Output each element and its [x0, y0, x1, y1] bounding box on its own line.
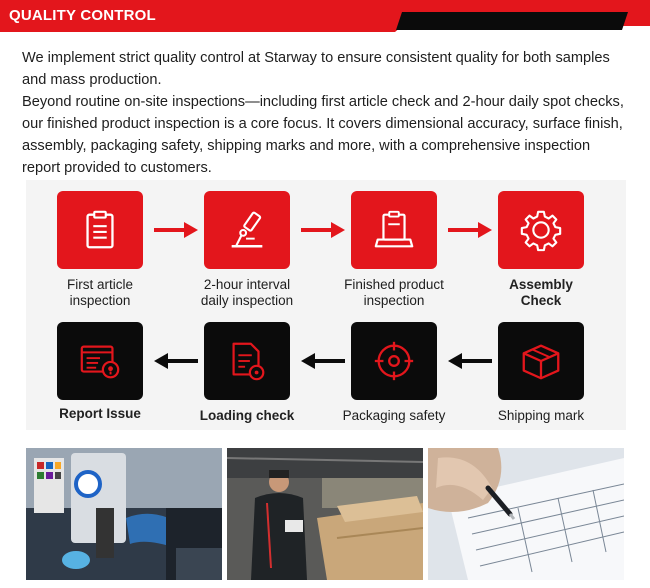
label-first-article: First article inspection	[66, 277, 133, 308]
header-bar: QUALITY CONTROL	[0, 0, 650, 32]
inspection-form-photo	[428, 448, 624, 580]
warehouse-inspector-photo	[227, 448, 423, 580]
label-shipping-mark: Shipping mark	[497, 408, 585, 423]
arrow-left-icon	[154, 353, 198, 369]
intro-paragraph-2: Beyond routine on-site inspections—inclu…	[22, 94, 624, 176]
label-2hour-interval: 2-hour interval daily inspection	[200, 277, 294, 308]
step-2hour-interval	[204, 191, 290, 269]
step-finished-product	[351, 191, 437, 269]
laptop-icon	[374, 210, 414, 248]
step-loading-check	[204, 322, 290, 400]
gear-icon	[520, 210, 562, 252]
step-assembly-check	[498, 191, 584, 269]
qc-process-flow: First article inspection 2-hour interval…	[26, 180, 626, 430]
header-banner-shape	[0, 0, 650, 32]
label-finished-product: Finished product inspection	[344, 277, 444, 308]
arrow-right-icon	[154, 222, 198, 238]
page-title: QUALITY CONTROL	[9, 7, 156, 24]
report-icon	[80, 345, 120, 379]
arrow-left-icon	[448, 353, 492, 369]
step-shipping-mark	[498, 322, 584, 400]
label-assembly-check: Assembly Check	[509, 277, 573, 308]
clipboard-icon	[86, 210, 114, 249]
label-packaging-safety: Packaging safety	[342, 408, 446, 423]
step-packaging-safety	[351, 322, 437, 400]
label-report-issue: Report Issue	[59, 406, 141, 421]
arrow-right-icon	[448, 222, 492, 238]
arrow-right-icon	[301, 222, 345, 238]
measuring-machine-photo	[26, 448, 222, 580]
step-first-article	[57, 191, 143, 269]
target-icon	[374, 341, 414, 381]
arrow-left-icon	[301, 353, 345, 369]
microscope-icon	[231, 211, 263, 248]
intro-text: We implement strict quality control at S…	[22, 47, 628, 179]
step-report-issue	[57, 322, 143, 400]
intro-paragraph-1: We implement strict quality control at S…	[22, 50, 610, 88]
label-loading-check: Loading check	[199, 408, 295, 423]
document-check-icon	[232, 342, 265, 381]
box-icon	[522, 344, 560, 380]
